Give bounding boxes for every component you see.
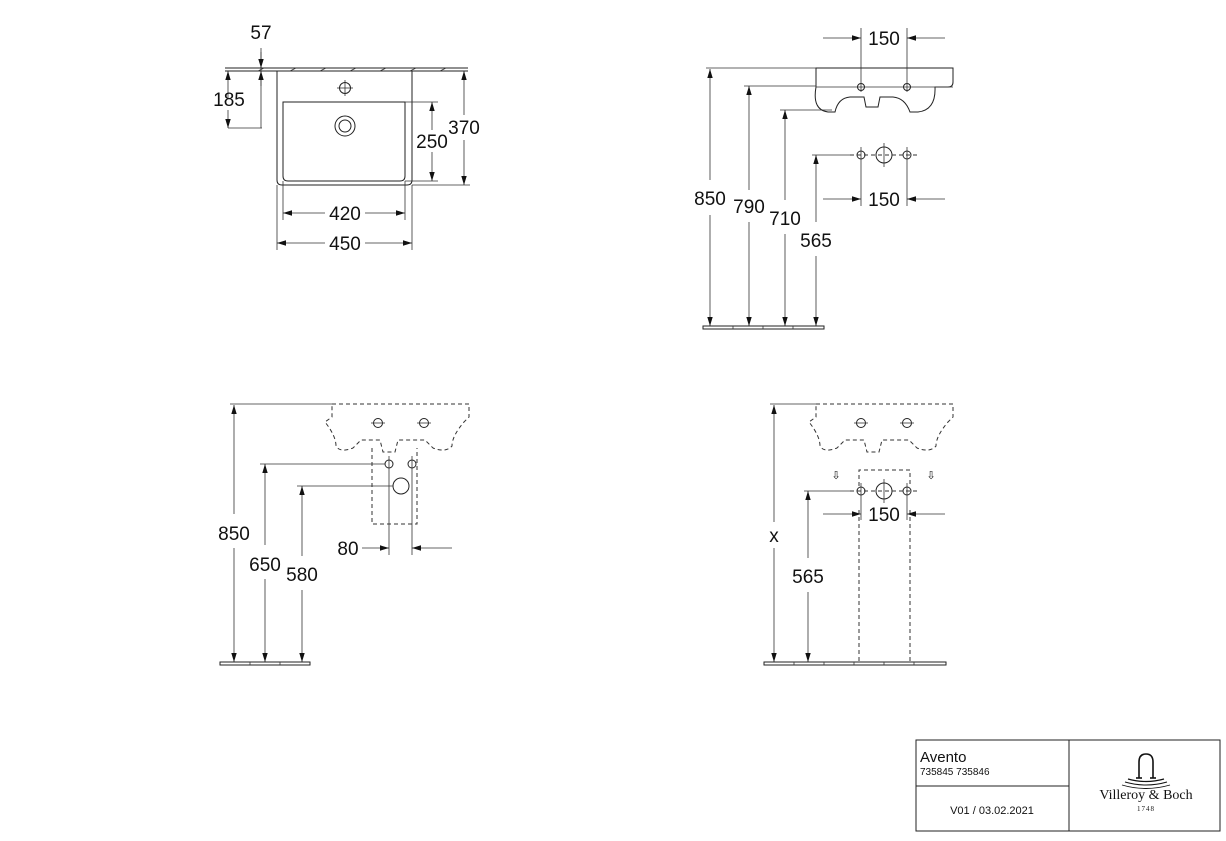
- wall-hatch: [257, 67, 447, 72]
- waste-outlet: [392, 477, 410, 495]
- pedestal-top-dashed: [858, 469, 911, 486]
- drain: [334, 115, 356, 137]
- top-view: 57 185 250 370 420 450: [213, 23, 480, 255]
- dim-450-label: 450: [329, 234, 361, 255]
- product-name: Avento: [920, 749, 966, 766]
- dim-57-label: 57: [250, 23, 271, 44]
- title-block: Avento 735845 735846 V01 / 03.02.2021 Vi…: [915, 739, 1221, 832]
- dim-150-bottom-label: 150: [868, 190, 900, 211]
- floor-line: [702, 325, 825, 330]
- basin-outline-dashed: [808, 403, 954, 453]
- basin-bowl: [282, 101, 406, 182]
- dim-580-label: 580: [286, 565, 318, 586]
- down-arrow-left-icon: ⇩: [831, 470, 840, 482]
- floor-line: [763, 661, 947, 666]
- dim-650-label: 650: [249, 555, 281, 576]
- drain-inner: [338, 119, 352, 133]
- dim-850-label: 850: [218, 524, 250, 545]
- dim-x-label: x: [769, 526, 779, 547]
- dim-710-label: 710: [769, 209, 801, 230]
- basin-outline-dashed: [324, 403, 470, 453]
- dim-565-label: 565: [792, 567, 824, 588]
- dim-790-label: 790: [733, 197, 765, 218]
- version-date: V01 / 03.02.2021: [950, 805, 1034, 817]
- dim-850-label: 850: [694, 189, 726, 210]
- front-half-pedestal-view: 850 650 580 80: [218, 403, 470, 666]
- floor-line: [219, 661, 311, 666]
- dim-80-label: 80: [337, 539, 358, 560]
- down-arrow-right-icon: ⇩: [926, 470, 935, 482]
- basin-outline: [276, 71, 413, 186]
- dim-150-top-label: 150: [868, 29, 900, 50]
- brand-name: Villeroy & Boch: [1099, 788, 1192, 803]
- villeroy-boch-tap-logo: [1121, 753, 1171, 789]
- dim-250-label: 250: [416, 132, 448, 153]
- supply-connections: [850, 143, 918, 206]
- brand-year: 1748: [1137, 805, 1155, 813]
- article-numbers: 735845 735846: [920, 767, 990, 778]
- dim-420-label: 420: [329, 204, 361, 225]
- front-full-pedestal-view: ⇩ ⇩ 150 x 565: [763, 403, 954, 666]
- dim-150-label: 150: [868, 505, 900, 526]
- dim-370-label: 370: [448, 118, 480, 139]
- dim-565-label: 565: [800, 231, 832, 252]
- dim-185-label: 185: [213, 90, 245, 111]
- basin-profile: [814, 67, 954, 113]
- side-view: 150 150 850 790 710 565: [694, 28, 954, 330]
